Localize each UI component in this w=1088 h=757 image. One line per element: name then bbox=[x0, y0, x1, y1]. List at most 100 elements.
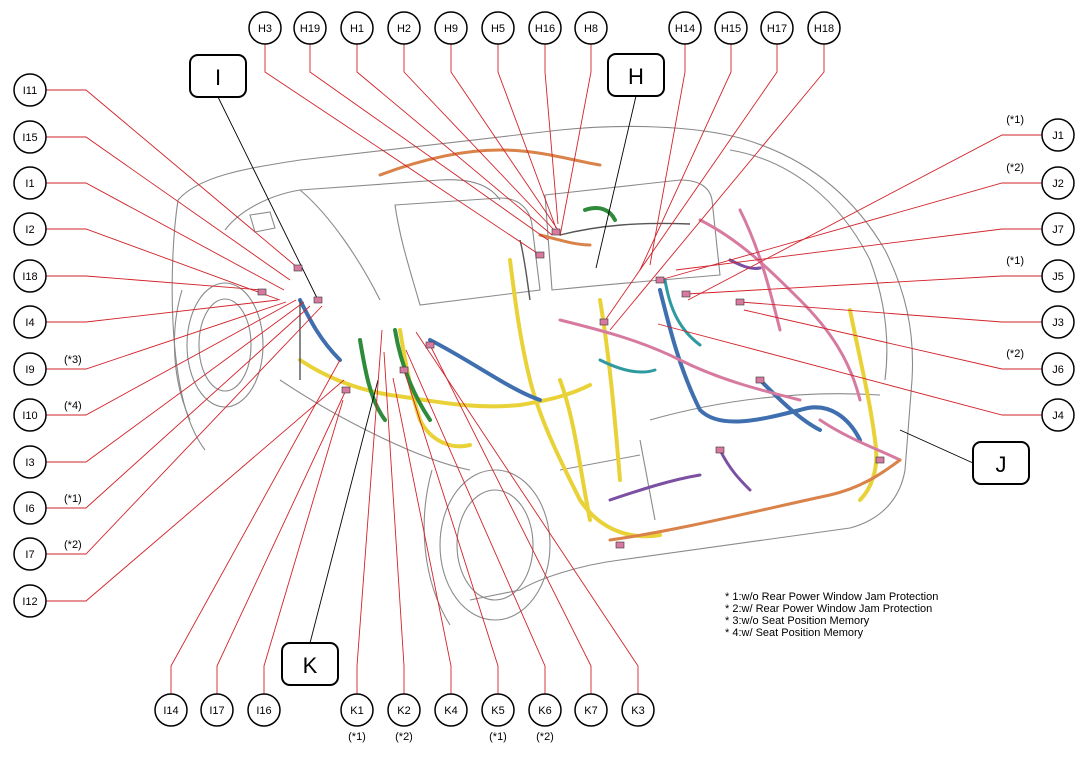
connector-circle bbox=[1041, 212, 1075, 246]
harness-connector-blob bbox=[875, 456, 885, 464]
connector-label: I11 bbox=[23, 85, 37, 97]
harness-connector-blob bbox=[551, 228, 561, 236]
harness-connector-blob bbox=[425, 341, 435, 349]
leader-line-i15 bbox=[46, 136, 291, 281]
connector-circle bbox=[13, 259, 47, 293]
connector-note: (*1) bbox=[1006, 114, 1024, 126]
leader-line-h2 bbox=[403, 44, 557, 233]
connector-circle bbox=[387, 693, 421, 727]
leader-line-k2 bbox=[383, 351, 405, 694]
connector-label: K2 bbox=[397, 705, 410, 717]
connector-h1: H1 bbox=[340, 11, 374, 45]
connector-label: H8 bbox=[584, 23, 598, 35]
connector-label: K1 bbox=[350, 705, 363, 717]
harness-yellow bbox=[298, 258, 879, 539]
connector-j3: J3 bbox=[1041, 305, 1075, 339]
harness-connector-blob bbox=[293, 264, 303, 272]
leader-line-i9 bbox=[46, 301, 287, 370]
connector-note: (*1) bbox=[348, 731, 366, 743]
connector-circle bbox=[574, 693, 608, 727]
leader-line-h8 bbox=[559, 44, 592, 237]
connector-h17: H17 bbox=[760, 11, 794, 45]
leader-line-j6 bbox=[743, 309, 1042, 370]
footnote-4: * 4:w/ Seat Position Memory bbox=[725, 627, 864, 639]
vehicle-outline bbox=[171, 125, 914, 626]
connector-i11: I11 bbox=[13, 73, 47, 107]
connector-h2: H2 bbox=[387, 11, 421, 45]
connector-note: (*2) bbox=[64, 539, 82, 551]
connector-j6: J6(*2) bbox=[1006, 348, 1075, 386]
connector-label: H1 bbox=[350, 23, 364, 35]
connector-i3: I3 bbox=[13, 445, 47, 479]
connector-j4: J4 bbox=[1041, 398, 1075, 432]
connector-circle bbox=[13, 352, 47, 386]
leader-line-h17 bbox=[603, 44, 778, 323]
connector-label: K5 bbox=[491, 705, 504, 717]
harness-connector-blob bbox=[735, 298, 745, 306]
leader-line-k1 bbox=[356, 329, 383, 694]
connector-i16: I16 bbox=[247, 693, 281, 727]
connector-circle bbox=[1041, 398, 1075, 432]
connector-circle bbox=[621, 693, 655, 727]
connector-k2: K2(*2) bbox=[387, 693, 421, 743]
connector-label: H19 bbox=[300, 23, 320, 35]
connector-label: J6 bbox=[1052, 364, 1064, 376]
leader-line-i3 bbox=[46, 301, 305, 463]
leader-line-j2 bbox=[659, 182, 1042, 281]
connector-label: I4 bbox=[25, 317, 34, 329]
leader-line-i10 bbox=[46, 299, 297, 416]
connector-circle bbox=[1041, 118, 1075, 152]
connector-h9: H9 bbox=[434, 11, 468, 45]
harness-connector-blob bbox=[313, 296, 323, 304]
connector-circle bbox=[340, 11, 374, 45]
connector-circle bbox=[13, 491, 47, 525]
connector-h18: H18 bbox=[807, 11, 841, 45]
region-box-k-label: K bbox=[303, 653, 318, 678]
connector-label: H18 bbox=[814, 23, 834, 35]
leader-line-i12 bbox=[46, 379, 345, 602]
connector-j2: J2(*2) bbox=[1006, 162, 1075, 200]
connector-i2: I2 bbox=[13, 212, 47, 246]
connector-label: H3 bbox=[258, 23, 272, 35]
connector-circle bbox=[760, 11, 794, 45]
harness-connector-blob bbox=[599, 318, 609, 326]
connector-i4: I4 bbox=[13, 305, 47, 339]
leader-line-k4 bbox=[392, 377, 452, 694]
leader-line-i7 bbox=[46, 305, 323, 555]
region-box-i-frame bbox=[189, 54, 247, 98]
connector-circle bbox=[13, 445, 47, 479]
region-box-j-frame bbox=[972, 441, 1030, 485]
harness-connector-blob bbox=[655, 276, 665, 284]
region-leader-line bbox=[595, 95, 637, 269]
connector-h8: H8 bbox=[574, 11, 608, 45]
connector-label: J2 bbox=[1052, 178, 1064, 190]
connector-note: (*3) bbox=[64, 354, 82, 366]
connector-label: I9 bbox=[25, 364, 34, 376]
connector-circle bbox=[13, 398, 47, 432]
connector-note: (*1) bbox=[64, 493, 82, 505]
connector-circle bbox=[293, 11, 327, 45]
connector-i6: I6 (*1) bbox=[13, 491, 82, 525]
connector-circle bbox=[13, 120, 47, 154]
leader-line-i16 bbox=[263, 399, 344, 694]
connector-label: I6 bbox=[25, 503, 34, 515]
leader-line-k5 bbox=[403, 369, 499, 694]
connector-i10: I10(*4) bbox=[13, 398, 82, 432]
connector-circle bbox=[200, 693, 234, 727]
connector-circle bbox=[481, 693, 515, 727]
connector-k1: K1 (*1) bbox=[340, 693, 374, 743]
connector-circle bbox=[154, 693, 188, 727]
harness-orange bbox=[378, 148, 902, 542]
connector-label: J4 bbox=[1052, 410, 1064, 422]
connector-circle bbox=[1041, 166, 1075, 200]
connector-label: H14 bbox=[675, 23, 695, 35]
connector-note: (*4) bbox=[64, 400, 82, 412]
harness-gray bbox=[299, 222, 691, 380]
connector-k7: K7 bbox=[574, 693, 608, 727]
connector-k6: K6(*2) bbox=[528, 693, 562, 743]
leader-line-i2 bbox=[46, 228, 281, 301]
connector-i17: I17 bbox=[200, 693, 234, 727]
connector-label: I16 bbox=[256, 705, 271, 717]
